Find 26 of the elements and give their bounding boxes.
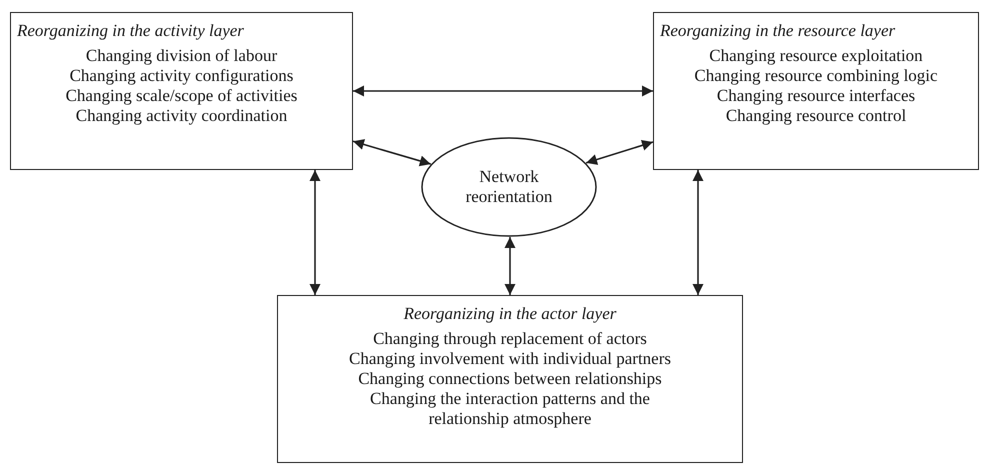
list-item: Changing the interaction patterns and the relationship atmosphere [369, 389, 651, 429]
ellipse-node [421, 137, 597, 237]
list-item: Changing resource exploitation [709, 46, 923, 66]
double-arrow [352, 139, 432, 166]
list-item: Changing division of labour [86, 46, 278, 66]
list-item: Changing involvement with individual partners [348, 349, 671, 369]
list-item: Changing resource combining logic [694, 66, 938, 86]
ellipse-label: Network reorientation [464, 167, 554, 207]
double-arrow [353, 86, 653, 96]
list-item: Changing resource interfaces [716, 86, 916, 106]
list-item: Changing through replacement of actors [373, 329, 647, 349]
double-arrow [504, 237, 516, 295]
box-heading: Reorganizing in the actor layer [402, 304, 618, 324]
list-item: Changing scale/scope of activities [66, 86, 298, 106]
layer-box [653, 12, 979, 170]
box-heading: Reorganizing in the resource layer [660, 21, 896, 41]
layer-box [277, 295, 743, 463]
double-arrow [692, 170, 704, 295]
layer-box [10, 12, 353, 170]
box-heading: Reorganizing in the activity layer [17, 21, 245, 41]
list-item: Changing resource control [726, 106, 906, 126]
double-arrow [586, 140, 654, 165]
double-arrow [310, 170, 320, 295]
list-item: Changing activity configurations [70, 66, 294, 86]
list-item: Changing connections between relationships [358, 369, 662, 389]
list-item: Changing activity coordination [76, 106, 288, 126]
